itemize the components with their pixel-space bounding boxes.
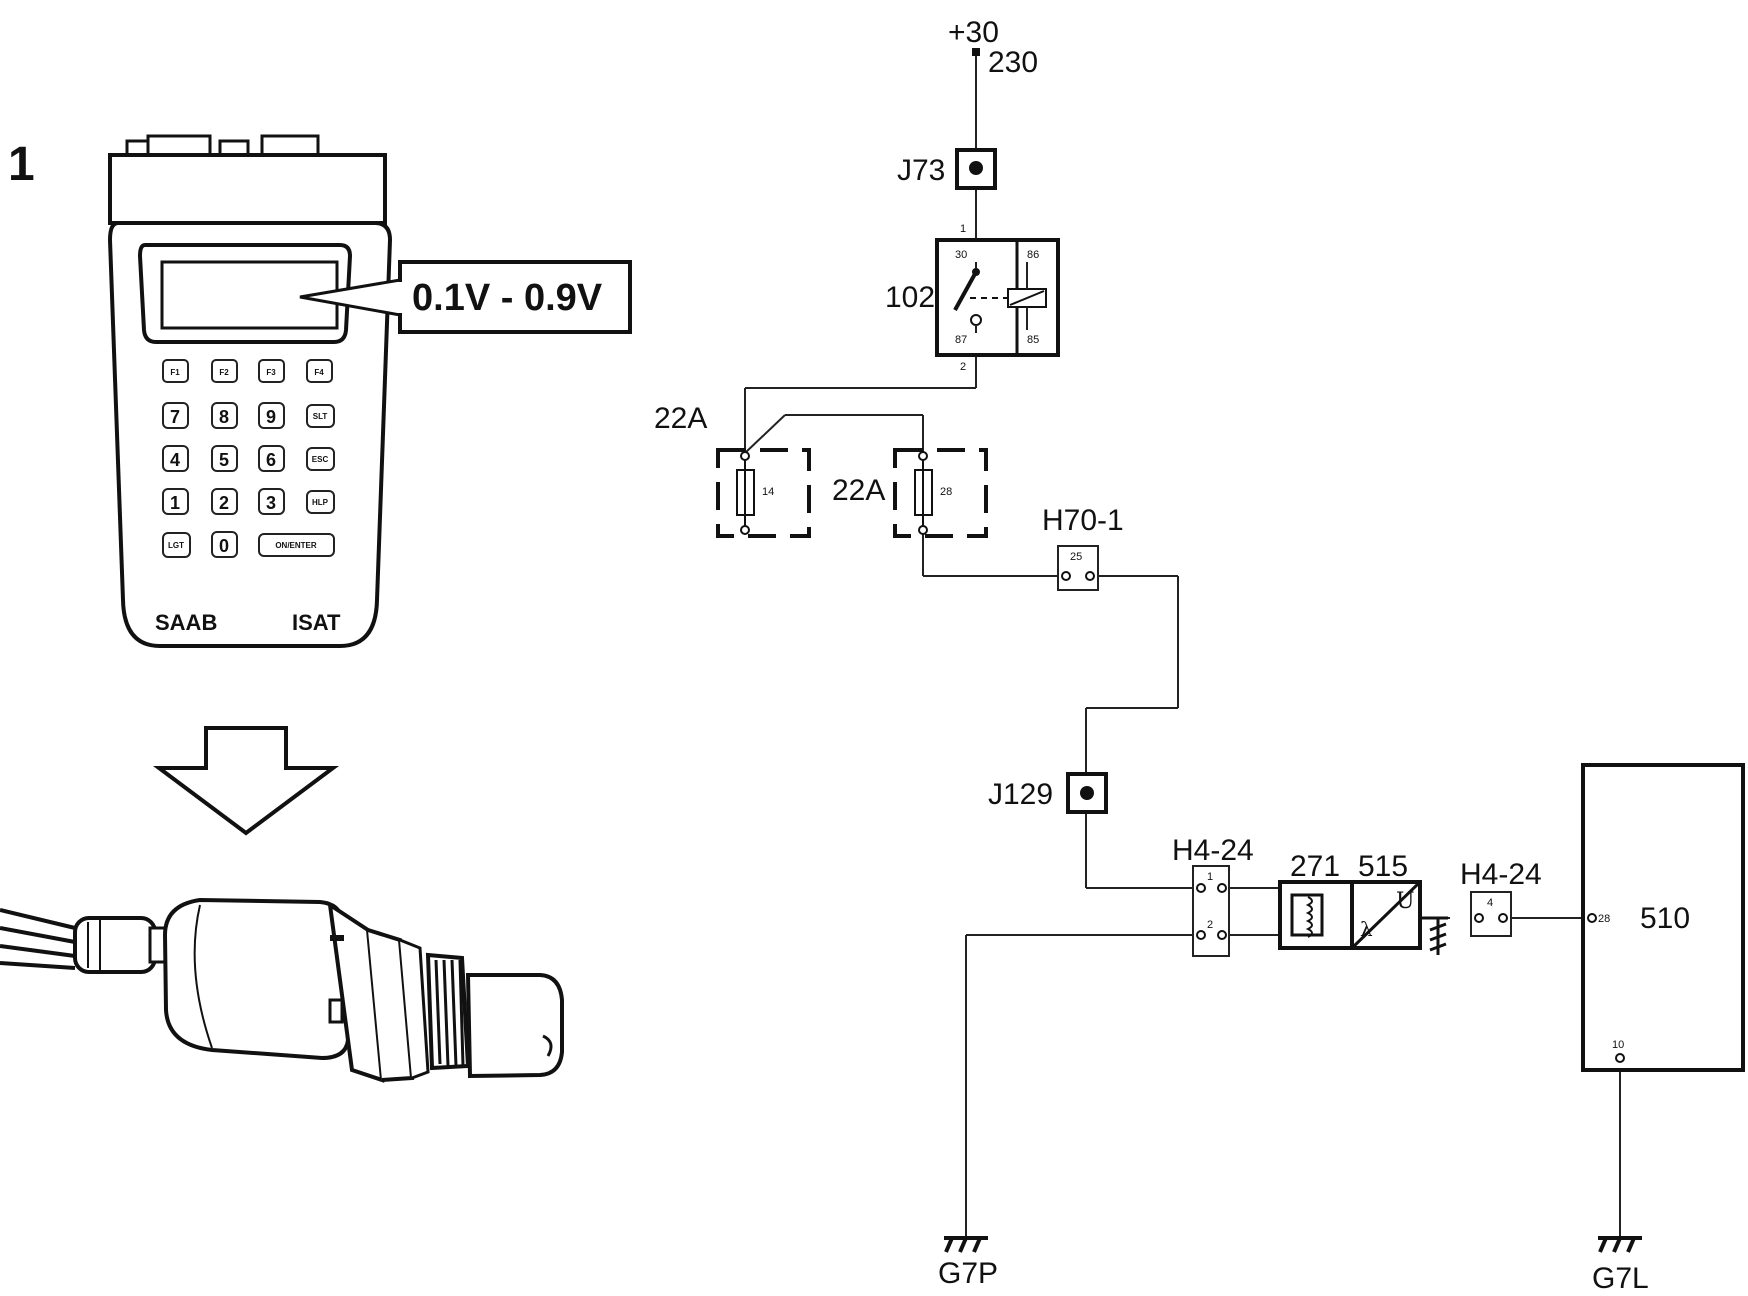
key-f4: F4: [314, 368, 324, 377]
key-3: 3: [266, 493, 276, 513]
relay-label: 102: [885, 281, 935, 314]
tester-model: ISAT: [292, 610, 341, 635]
key-f1: F1: [170, 368, 180, 377]
ground-icon: [944, 1236, 988, 1253]
key-lgt: LGT: [168, 541, 184, 550]
oxygen-sensor-illustration: [0, 897, 564, 1083]
j73-label: J73: [897, 154, 945, 187]
h4-left-pin-2: 2: [1207, 919, 1213, 931]
relay-pin-out: 2: [960, 361, 966, 373]
key-9: 9: [266, 407, 276, 427]
sensor-lambda-mark: λ: [1360, 917, 1373, 941]
relay-pin-86: 86: [1027, 249, 1039, 261]
h70-label: H70-1: [1042, 504, 1124, 537]
ground-icon: [1598, 1236, 1642, 1253]
key-hlp: HLP: [312, 498, 329, 507]
key-5: 5: [219, 450, 229, 470]
wiring: [744, 56, 1621, 1238]
ground-left-label: G7P: [938, 1257, 998, 1290]
control-module-510: 28 510 10: [1581, 763, 1745, 1072]
ecu-pin-10: 10: [1612, 1039, 1624, 1051]
ecu-pin-28: 28: [1598, 913, 1610, 925]
voltage-reading: 0.1V - 0.9V: [412, 277, 603, 319]
fuse-28-number: 28: [940, 486, 952, 498]
key-1: 1: [170, 493, 180, 513]
down-arrow-icon: [152, 726, 340, 836]
key-0: 0: [219, 536, 229, 556]
relay-102: 1 30 86 87 85 2 102: [885, 223, 1060, 373]
isat-tester: F1 F2 F3 F4 7 8 9 SLT 4 5 6 ESC: [107, 134, 393, 648]
key-esc: ESC: [312, 455, 329, 464]
fuse-14: 22A 14: [654, 402, 811, 538]
supply-terminal-dot: [972, 48, 980, 56]
figure-number: 1: [8, 138, 35, 191]
key-7: 7: [170, 407, 180, 427]
key-on-enter: ON/ENTER: [275, 541, 317, 550]
ground-right-label: G7L: [1592, 1262, 1649, 1295]
heater-element-icon: [1290, 893, 1324, 937]
connector-h4-24-right: H4-24 4: [1460, 858, 1588, 937]
ground-g7p: G7P: [938, 1236, 998, 1290]
function-keys: F1 F2 F3 F4: [162, 359, 333, 383]
heater-label: 271: [1290, 850, 1340, 883]
key-8: 8: [219, 407, 229, 427]
splice-j129: J129: [988, 772, 1108, 814]
j129-label: J129: [988, 778, 1053, 811]
supply-wire-label: 230: [988, 46, 1038, 79]
h4-left-label: H4-24: [1172, 834, 1254, 867]
tester-brand: SAAB: [155, 610, 217, 635]
key-f2: F2: [219, 368, 229, 377]
key-2: 2: [219, 493, 229, 513]
key-6: 6: [266, 450, 276, 470]
h70-pin: 25: [1070, 551, 1082, 563]
ecu-label: 510: [1640, 902, 1690, 935]
sensor-case-ground-icon: [1420, 916, 1448, 955]
sensor-u-mark: U: [1396, 889, 1415, 914]
fuse-28-label: 22A: [832, 474, 885, 507]
splice-j73: J73: [897, 148, 997, 190]
fuse-14-label: 22A: [654, 402, 707, 435]
h4-right-pin: 4: [1487, 897, 1493, 909]
relay-pin-87: 87: [955, 334, 967, 346]
key-slt: SLT: [313, 412, 328, 421]
ground-g7l: G7L: [1592, 1236, 1649, 1295]
sensor-label: 515: [1358, 850, 1408, 883]
connector-h4-24-left: H4-24 1 2: [1172, 834, 1254, 957]
relay-pin-in: 1: [960, 223, 966, 235]
key-4: 4: [170, 450, 180, 470]
oxygen-sensor-symbol: 271 515 U λ: [1278, 850, 1448, 955]
fuse-14-number: 14: [762, 486, 774, 498]
relay-pin-30: 30: [955, 249, 967, 261]
supply-terminal-label: +30: [948, 16, 999, 49]
key-f3: F3: [266, 368, 276, 377]
h4-right-label: H4-24: [1460, 858, 1542, 891]
fuse-28: 22A 28: [832, 448, 988, 538]
voltage-callout: 0.1V - 0.9V: [299, 260, 632, 334]
relay-pin-85: 85: [1027, 334, 1039, 346]
keypad: 7 8 9 SLT 4 5 6 ESC 1 2 3 HLP LGT 0: [162, 402, 335, 558]
connector-h70-1: H70-1 25: [1042, 504, 1124, 591]
h4-left-pin-1: 1: [1207, 871, 1213, 883]
